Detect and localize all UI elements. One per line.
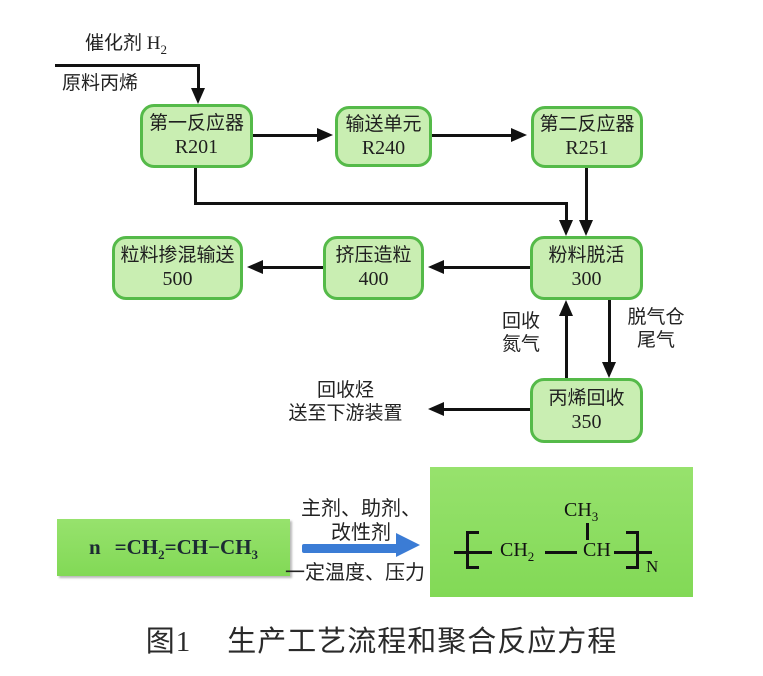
connector-350-downstream [444,408,530,411]
r251-code: R251 [565,137,609,160]
catalyst-h2-label: 催化剂 H2 [85,33,167,57]
polymer-bond-left [454,551,492,554]
recovered-hydrocarbon-label: 回收烃 送至下游装置 [268,379,423,425]
recovered-line2: 送至下游装置 [288,403,403,425]
conditions-above-line1: 主剂、助剂、 [301,498,421,520]
transfer-r240-box: 输送单元 R240 [335,106,432,167]
r201-code: R201 [174,136,219,159]
connector-300-350-down [608,300,611,362]
connector-bypass-down [565,202,568,220]
r251-label: 第二反应器 [539,114,635,136]
feed-line-horizontal [55,64,200,67]
reaction-arrow-shaft [302,544,398,553]
reaction-arrow-head [396,533,420,557]
b500-code: 500 [162,268,193,291]
polymer-bracket-right [626,531,639,569]
recovered-line1: 回收烃 [316,380,374,401]
figure-caption: 图1 生产工艺流程和聚合反应方程 [0,618,763,660]
r240-code: R240 [361,136,406,159]
recycle-nitrogen-line1: 回收 [501,311,540,332]
propylene-feed-label: 原料丙烯 [62,73,139,94]
b300-label: 粉料脱活 [548,245,625,267]
arrowhead-bypass-300 [559,220,573,236]
offgas-line1: 脱气仓 [627,307,685,328]
connector-r201-down [194,168,197,205]
b350-code: 350 [571,410,602,433]
monomer-box: n =CH2=CH−CH3 [57,519,290,576]
polymer-bond-vertical [586,523,589,540]
r240-label: 输送单元 [345,113,422,135]
reactor-r201-box: 第一反应器 R201 [140,104,253,168]
recycle-nitrogen-label: 回收 氮气 [490,310,552,356]
pellet-blend-500-box: 粒料掺混输送 500 [112,236,243,300]
polymer-ch: CH [583,539,611,561]
arrowhead-nitrogen-up [559,300,573,316]
conditions-above-line2: 改性剂 [331,522,391,544]
r201-label: 第一反应器 [148,113,244,135]
feed-arrowhead [191,88,205,104]
monomer-formula: n =CH2=CH−CH3 [57,519,290,576]
connector-r251-down [585,168,588,220]
extrusion-400-box: 挤压造粒 400 [323,236,424,300]
arrowhead-r240-r251 [511,128,527,142]
b300-code: 300 [571,268,602,291]
arrowhead-300-400 [428,260,444,274]
powder-deactivation-300-box: 粉料脱活 300 [530,236,643,300]
arrowhead-offgas-down [602,362,616,378]
b400-label: 挤压造粒 [335,245,412,267]
offgas-line2: 尾气 [636,330,675,352]
polymer-ch3: CH3 [564,499,599,524]
monomer-coefficient: n [88,535,101,559]
connector-bypass-horizontal [194,202,568,205]
degassing-offgas-label: 脱气仓 尾气 [618,306,694,352]
connector-400-500 [263,266,323,269]
arrowhead-400-500 [247,260,263,274]
polymer-repeat-subscript: N [646,557,659,576]
feed-line-vertical [197,64,200,90]
connector-300-400 [444,266,530,269]
polymer-ch2: CH2 [500,539,535,564]
caption-figure-number: 图1 [145,626,192,658]
b350-label: 丙烯回收 [548,387,625,409]
polymer-bond-middle [545,551,577,554]
connector-r201-r240 [253,134,318,137]
connector-350-300-up [565,314,568,378]
b500-label: 粒料掺混输送 [120,245,235,267]
conditions-below: 一定温度、压力 [285,562,425,584]
recycle-nitrogen-line2: 氮气 [501,334,540,356]
caption-title: 生产工艺流程和聚合反应方程 [227,626,618,658]
polymer-box: CH3 CH2 CH N [430,467,693,597]
connector-r240-r251 [432,134,512,137]
polymer-bracket-left [466,531,479,569]
reactor-r251-box: 第二反应器 R251 [531,106,643,168]
polymer-bond-right [614,551,652,554]
propylene-recovery-350-box: 丙烯回收 350 [530,378,643,443]
arrowhead-r201-r240 [317,128,333,142]
monomer-formula-text: =CH2=CH−CH3 [114,535,259,563]
arrowhead-350-downstream [428,402,444,416]
b400-code: 400 [358,268,389,291]
arrowhead-r251-300 [579,220,593,236]
